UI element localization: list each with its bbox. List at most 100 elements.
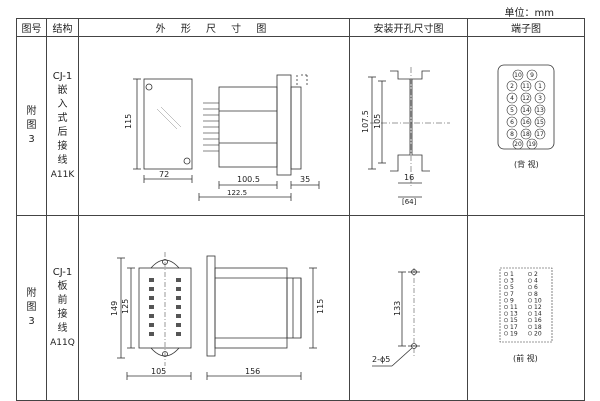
- terminal-circle: [506, 80, 518, 92]
- cutout-profile-left: [390, 70, 411, 172]
- dim-front-h2: 125: [121, 299, 130, 314]
- terminal-circle: [506, 104, 518, 116]
- terminal-circle: [534, 104, 546, 116]
- terminal-number: 9: [510, 297, 514, 304]
- terminal-circle: [526, 138, 538, 150]
- structure-text: 线: [57, 323, 68, 334]
- terminal-circle: [520, 92, 532, 104]
- structure-text: 板: [57, 281, 68, 292]
- dim-front-h1: 149: [110, 301, 119, 316]
- terminal-circle: [520, 128, 532, 140]
- dim-hole: 2-ϕ5: [372, 355, 390, 364]
- outline-drawing: 149 125 105 115: [110, 252, 325, 380]
- terminal-number: 4: [534, 278, 538, 285]
- terminal-dot: [503, 291, 509, 296]
- terminal-number: 15: [536, 119, 544, 126]
- terminal-number: 11: [522, 83, 530, 90]
- terminal-number: 10: [514, 72, 522, 79]
- fig-char: 3: [28, 134, 35, 145]
- structure-text: 接: [57, 309, 68, 320]
- terminal-number: 15: [510, 317, 518, 324]
- terminal-number: 10: [534, 297, 542, 304]
- terminal-dot: [527, 291, 533, 296]
- dim-cut-h-inner: 105: [373, 114, 382, 129]
- structure-text: 嵌: [57, 85, 68, 96]
- outline-cell: 115 72: [78, 36, 350, 216]
- terminal-number: 20: [534, 330, 542, 337]
- unit-label: 单位：mm: [504, 8, 554, 19]
- structure-text: 式: [57, 113, 68, 124]
- screw-hole: [145, 83, 153, 91]
- terminal-circle: [520, 116, 532, 128]
- terminal-number: 7: [510, 291, 514, 298]
- terminal-circle: [506, 116, 518, 128]
- terminal-number: 3: [538, 95, 542, 102]
- cutout-drawing: 133 2-ϕ5: [372, 268, 420, 367]
- terminal-number: 6: [534, 284, 538, 291]
- cutout-drawing: 107.5 105 16 [64]: [361, 67, 450, 206]
- fig-cell: 附 图 3: [16, 36, 47, 216]
- structure-cell: CJ-1 嵌 入 式 后 接 线 A11K: [46, 36, 79, 216]
- structure-text: 后: [57, 127, 68, 138]
- terminal-number: 14: [534, 311, 542, 318]
- structure-cell: CJ-1 板 前 接 线 A11Q: [46, 215, 79, 401]
- terminal-number: 18: [522, 131, 530, 138]
- cutout-profile-right: [411, 70, 430, 172]
- structure-text: 前: [57, 295, 68, 306]
- dim-side-back: 35: [300, 175, 310, 184]
- dim-cut-w2: [64]: [402, 198, 417, 206]
- terminal-number: 11: [510, 304, 518, 311]
- terminal-circle: [534, 128, 546, 140]
- structure-text: 入: [57, 99, 68, 110]
- terminal-number: 5: [510, 284, 514, 291]
- terminal-number: 12: [522, 95, 530, 102]
- terminal-number: 17: [510, 324, 518, 331]
- dim-side-w: 156: [245, 367, 260, 376]
- terminal-dot: [527, 298, 533, 303]
- terminal-dot: [503, 318, 509, 323]
- terminal-circle: [526, 69, 538, 81]
- terminal-number: 13: [536, 107, 544, 114]
- side-plate: [206, 255, 216, 357]
- structure-text: A11K: [50, 170, 75, 180]
- cutout-cell: 133 2-ϕ5: [349, 215, 468, 401]
- structure-text: CJ-1: [52, 71, 73, 82]
- terminal-number: 9: [530, 72, 534, 79]
- front-panel: [143, 78, 193, 170]
- terminal-number: 18: [534, 324, 542, 331]
- header-terminal: 端子图: [467, 18, 585, 37]
- side-body: [214, 267, 288, 349]
- terminal-number: 16: [534, 317, 542, 324]
- fig-char: 3: [28, 316, 35, 327]
- structure-text: A11Q: [50, 338, 75, 348]
- header-row: 图号 结构 外 形 尺 寸 图 安装开孔尺寸图 端子图: [16, 18, 585, 37]
- terminal-dot: [527, 278, 533, 283]
- dim-side-h: 115: [316, 299, 325, 314]
- terminal-circle: [506, 128, 518, 140]
- terminal-number: 2: [534, 271, 538, 278]
- header-outline: 外 形 尺 寸 图: [78, 18, 350, 37]
- row-a11k: 附 图 3 CJ-1 嵌 入 式 后 接 线 A11K: [16, 36, 585, 216]
- terminal-number: 20: [514, 141, 522, 148]
- dim-cut-w: 16: [404, 173, 414, 182]
- terminal-number: 2: [510, 83, 514, 90]
- outline-drawing: 115 72: [124, 74, 320, 201]
- terminal-circle: [506, 92, 518, 104]
- terminal-dot: [527, 304, 533, 310]
- side-flange: [276, 74, 292, 176]
- dim-front-w: 72: [159, 170, 169, 179]
- outline-cell: 149 125 105 115: [78, 215, 350, 401]
- fig-cell: 附 图 3: [16, 215, 47, 401]
- terminal-dot: [527, 285, 533, 290]
- terminal-circle: [512, 69, 524, 81]
- terminal-circle: [512, 138, 524, 150]
- terminal-dot: [503, 278, 509, 283]
- terminal-number: 14: [522, 107, 530, 114]
- screw-hole: [183, 157, 191, 165]
- terminal-dot: [503, 285, 509, 290]
- terminal-number: 13: [510, 311, 518, 318]
- terminal-number: 1: [538, 83, 542, 90]
- terminal-circle: [534, 80, 546, 92]
